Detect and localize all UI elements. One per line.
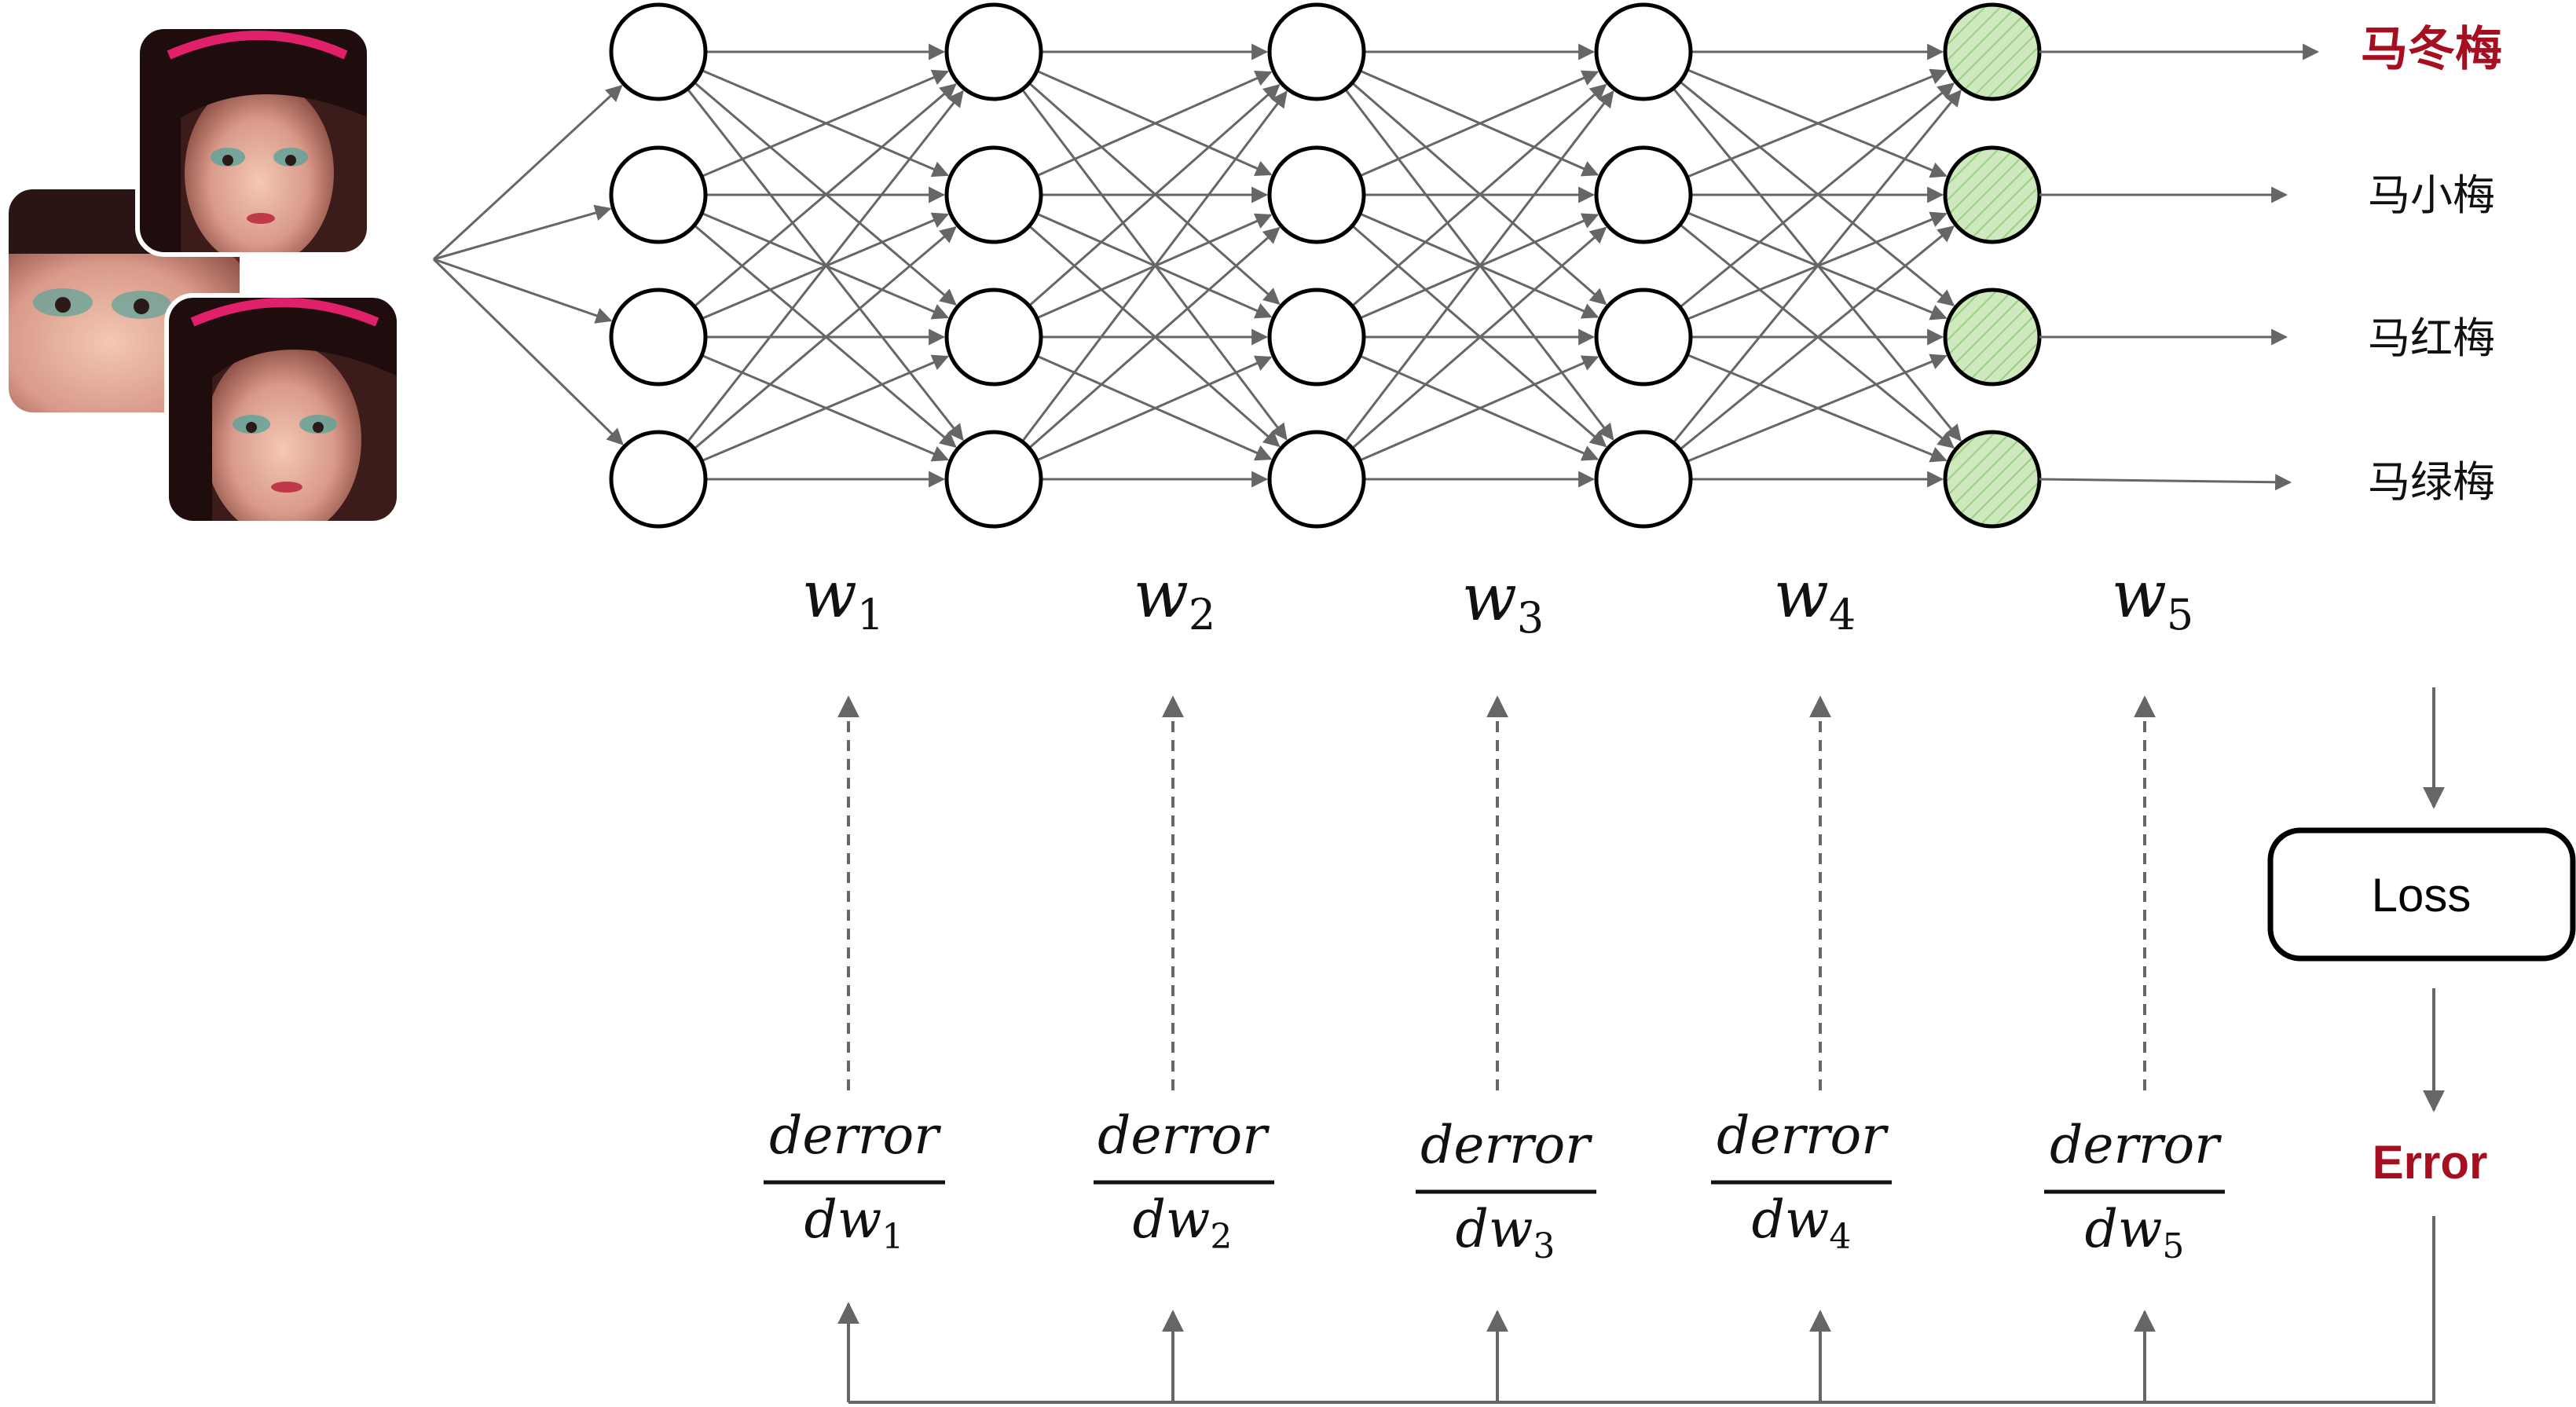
weight-label-4: w4 <box>1774 558 1856 639</box>
gradient-fraction-3: derror dw3 <box>1416 1115 1596 1266</box>
backprop-line <box>837 1216 2435 1404</box>
connection-l1-n3-n1 <box>693 83 957 308</box>
gradient-fraction-4: derror dw4 <box>1711 1105 1892 1257</box>
network-connections <box>432 43 1962 488</box>
weight-label-3: w3 <box>1462 561 1545 643</box>
fraction-denominator-5: dw5 <box>2085 1199 2185 1266</box>
connection-l1-n4-n1 <box>686 90 964 443</box>
node-l4-3 <box>1594 288 1693 387</box>
fraction-denominator-3: dw3 <box>1456 1199 1555 1266</box>
node-l4-4 <box>1594 430 1693 529</box>
connection-l3-n1-n3 <box>1351 82 1607 306</box>
connection-l3-n4-n1 <box>1344 90 1614 443</box>
fraction-numerator-1: derror <box>769 1105 941 1166</box>
connection-l2-n1-n3 <box>1028 82 1281 306</box>
node-l3-3 <box>1267 288 1366 387</box>
node-l4-1 <box>1594 2 1693 101</box>
error-label: Error <box>2373 1136 2488 1189</box>
weight-label-1: w1 <box>802 558 885 639</box>
face-photo-1 <box>137 27 369 255</box>
connection-l4-n4-n2 <box>1679 225 1955 451</box>
fraction-denominator-2: dw2 <box>1133 1189 1233 1257</box>
input-arrow-3 <box>433 258 613 324</box>
output-node-4 <box>1943 430 2042 529</box>
connection-l3-n2-n1 <box>1359 70 1599 178</box>
connection-l2-n4-n3 <box>1036 355 1273 462</box>
output-labels: 马冬梅 马小梅 马红梅 马绿梅 <box>2361 22 2502 507</box>
backprop-bus <box>848 1216 2435 1404</box>
node-l3-1 <box>1267 2 1366 101</box>
connection-l2-n4-n1 <box>1021 90 1288 443</box>
connection-l2-n4-n2 <box>1028 226 1281 449</box>
output-arrow-4 <box>2039 474 2292 491</box>
connection-l3-n4-n3 <box>1359 355 1599 462</box>
gradient-fraction-2: derror dw2 <box>1094 1105 1274 1257</box>
node-l2-3 <box>944 288 1043 387</box>
node-l2-2 <box>944 145 1043 244</box>
node-l4-2 <box>1594 145 1693 244</box>
gradient-fraction-5: derror dw5 <box>2044 1115 2225 1266</box>
node-l1-2 <box>609 145 708 244</box>
node-l1-1 <box>609 2 708 101</box>
connection-l4-n4-n3 <box>1686 354 1948 463</box>
weight-label-5: w5 <box>2112 558 2194 639</box>
output-node-2 <box>1943 145 2042 244</box>
fraction-numerator-4: derror <box>1717 1105 1889 1166</box>
loss-box <box>2267 827 2576 962</box>
connection-l1-n4-n3 <box>701 354 950 462</box>
connection-l4-n1-n3 <box>1679 80 1955 306</box>
output-label-2: 马小梅 <box>2368 170 2495 220</box>
input-arrow-1 <box>432 84 623 261</box>
node-l3-2 <box>1267 145 1366 244</box>
node-l2-4 <box>944 430 1043 529</box>
node-l1-3 <box>609 288 708 387</box>
connection-l2-n3-n1 <box>1028 83 1281 307</box>
fraction-numerator-2: derror <box>1097 1105 1270 1166</box>
connection-l1-n4-n2 <box>693 226 957 450</box>
connection-l4-n4-n1 <box>1672 89 1962 444</box>
node-l3-4 <box>1267 430 1366 529</box>
connection-l3-n3-n1 <box>1351 83 1607 307</box>
output-arrows <box>2039 43 2320 491</box>
fraction-numerator-5: derror <box>2050 1115 2222 1175</box>
output-label-3: 马红梅 <box>2368 313 2495 363</box>
loss-path: Loss Error <box>2267 687 2576 1189</box>
node-l1-4 <box>609 430 708 529</box>
weight-labels: w1 w2 w3 w4 w5 <box>802 558 2194 643</box>
fraction-numerator-3: derror <box>1420 1115 1592 1175</box>
face-photo-3 <box>167 295 399 523</box>
connection-l3-n4-n2 <box>1351 226 1607 449</box>
loss-label: Loss <box>2372 869 2472 922</box>
node-l2-1 <box>944 2 1043 101</box>
gradient-fractions: derror dw1 derror dw2 derror dw3 derror … <box>764 1105 2225 1266</box>
weight-label-2: w2 <box>1134 558 1216 639</box>
output-node-3 <box>1943 288 2042 387</box>
input-arrow-2 <box>433 204 612 261</box>
input-photos <box>4 24 401 526</box>
input-arrow-4 <box>432 258 624 445</box>
connection-l2-n2-n1 <box>1036 70 1273 178</box>
network-nodes <box>609 2 2042 529</box>
gradient-update-arrows <box>837 695 2156 1090</box>
connection-l1-n1-n3 <box>693 81 957 306</box>
output-node-1 <box>1943 2 2042 101</box>
connection-l1-n2-n1 <box>701 69 950 178</box>
connection-l4-n2-n1 <box>1686 68 1948 178</box>
connection-l4-n3-n1 <box>1679 82 1955 309</box>
output-label-4: 马绿梅 <box>2368 457 2495 507</box>
output-label-1: 马冬梅 <box>2361 22 2502 77</box>
fraction-denominator-4: dw4 <box>1752 1189 1852 1257</box>
fraction-denominator-1: dw1 <box>804 1189 904 1257</box>
gradient-fraction-1: derror dw1 <box>764 1105 945 1257</box>
